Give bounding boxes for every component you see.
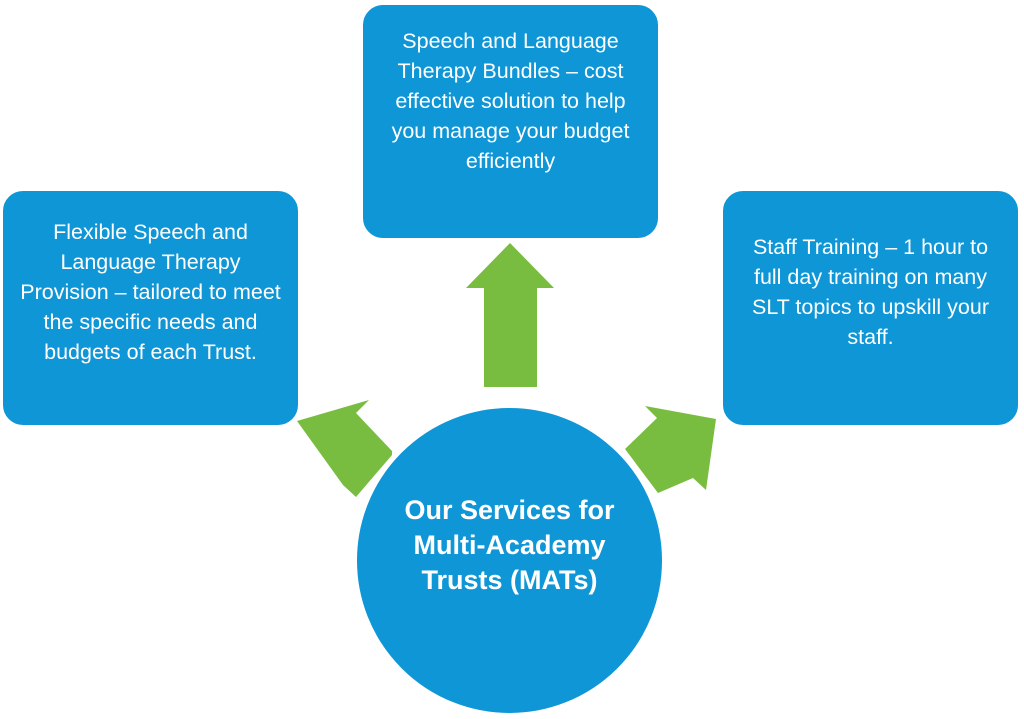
service-text-staff-training: Staff Training – 1 hour to full day trai… <box>751 235 989 349</box>
service-box-staff-training: Staff Training – 1 hour to full day trai… <box>721 189 1020 427</box>
service-text-flexible-provision: Flexible Speech and Language Therapy Pro… <box>20 220 281 364</box>
hub-circle: Our Services for Multi-Academy Trusts (M… <box>354 405 665 716</box>
arrow-up-left-icon <box>297 400 392 497</box>
service-text-bundles: Speech and Language Therapy Bundles – co… <box>391 28 630 173</box>
service-box-flexible-provision: Flexible Speech and Language Therapy Pro… <box>1 189 300 427</box>
arrow-up-icon <box>466 243 554 387</box>
arrow-up-right-icon <box>625 406 716 493</box>
hub-title: Our Services for Multi-Academy Trusts (M… <box>404 495 615 595</box>
service-box-bundles: Speech and Language Therapy Bundles – co… <box>361 3 660 240</box>
